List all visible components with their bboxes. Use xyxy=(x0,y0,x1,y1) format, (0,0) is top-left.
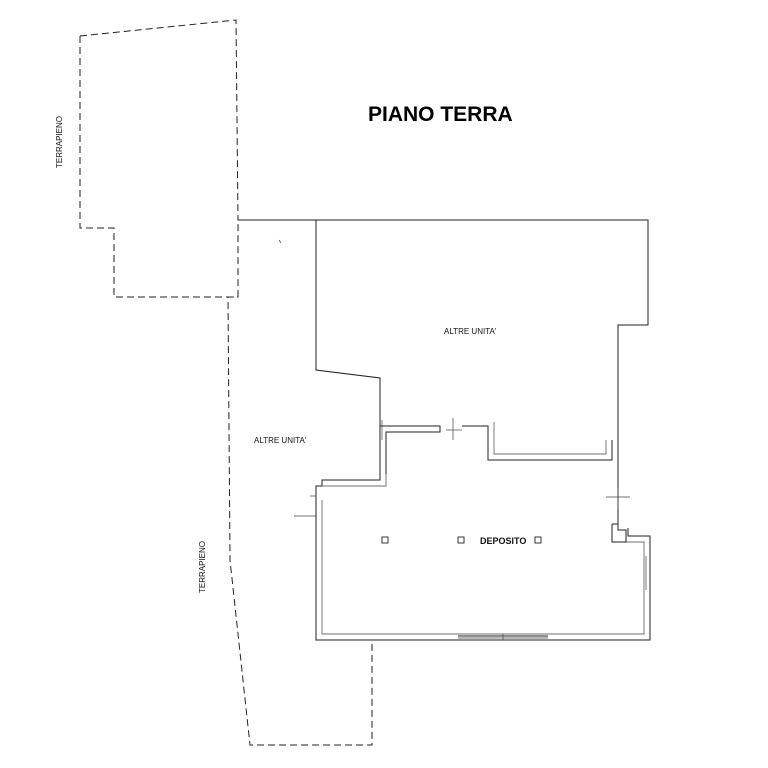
label-deposito: DEPOSITO xyxy=(480,536,526,546)
label-altre-unita-upper: ALTRE UNITA' xyxy=(444,327,497,336)
label-terrapieno-top: TERRAPIENO xyxy=(55,116,64,168)
terrapieno-boundary xyxy=(79,19,373,746)
deposito-inner-wall xyxy=(321,500,645,635)
plan-title: PIANO TERRA xyxy=(368,103,513,126)
column-3 xyxy=(534,536,542,544)
pillar-right xyxy=(611,523,627,543)
altre-unita-left-wall-inner xyxy=(322,474,387,487)
terrapieno-boundary-left xyxy=(79,36,238,298)
altre-unita-upper-left-wall xyxy=(315,220,381,428)
inner-wall-top xyxy=(380,425,441,474)
label-terrapieno-bottom: TERRAPIENO xyxy=(198,541,207,593)
deposito-outer-wall xyxy=(315,498,651,641)
altre-unita-left-wall xyxy=(315,428,381,640)
altre-unita-upper-outline xyxy=(316,219,649,524)
inner-wall-top-right xyxy=(462,425,613,461)
tick-mark xyxy=(278,239,282,244)
column-1 xyxy=(381,536,389,544)
label-altre-unita-left: ALTRE UNITA' xyxy=(254,436,307,445)
column-2 xyxy=(457,536,465,544)
inner-wall-top-right-inner xyxy=(493,422,607,455)
